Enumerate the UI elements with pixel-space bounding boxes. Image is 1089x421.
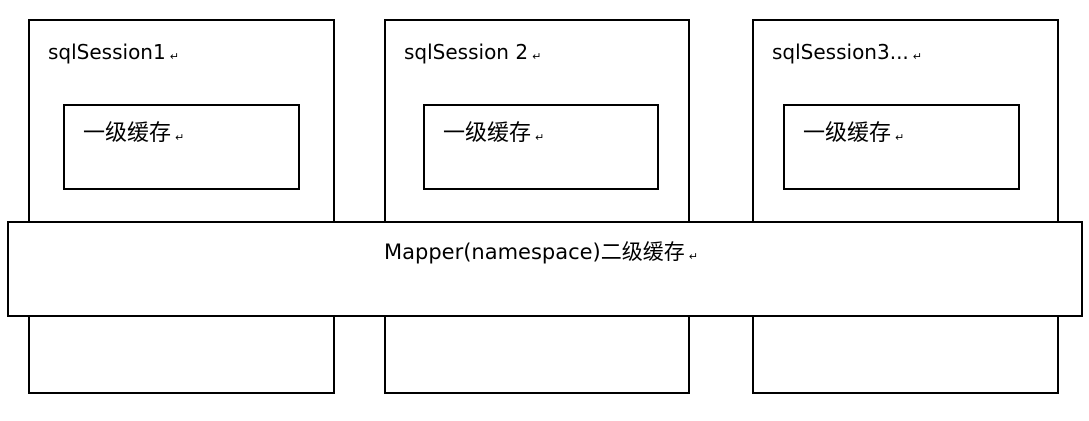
return-mark-icon: ↵ — [532, 50, 542, 63]
mapper-second-level-cache-box: Mapper(namespace)二级缓存↵ — [7, 221, 1083, 317]
first-level-cache-2-label: 一级缓存 — [443, 121, 532, 146]
sql-session-1-title-line: sqlSession1↵ — [48, 39, 179, 70]
first-level-cache-1-label: 一级缓存 — [83, 121, 172, 146]
sql-session-1-box: sqlSession1↵ 一级缓存↵ — [28, 19, 335, 394]
return-mark-icon: ↵ — [535, 131, 545, 144]
return-mark-icon: ↵ — [912, 50, 922, 63]
return-mark-icon: ↵ — [688, 250, 698, 263]
sql-session-1-title: sqlSession1 — [48, 40, 166, 64]
return-mark-icon: ↵ — [895, 131, 905, 144]
first-level-cache-3-label: 一级缓存 — [803, 121, 892, 146]
sql-session-3-box: sqlSession3...↵ 一级缓存↵ — [752, 19, 1059, 394]
first-level-cache-2-title-line: 一级缓存↵ — [443, 120, 544, 152]
return-mark-icon: ↵ — [169, 50, 179, 63]
mapper-title-line: Mapper(namespace)二级缓存↵ — [384, 238, 698, 271]
first-level-cache-3-title-line: 一级缓存↵ — [803, 120, 904, 152]
return-mark-icon: ↵ — [175, 131, 185, 144]
sql-session-2-box: sqlSession 2↵ 一级缓存↵ — [384, 19, 690, 394]
sql-session-2-title: sqlSession 2 — [404, 40, 529, 64]
first-level-cache-3-box: 一级缓存↵ — [783, 104, 1020, 190]
first-level-cache-1-box: 一级缓存↵ — [63, 104, 300, 190]
first-level-cache-1-title-line: 一级缓存↵ — [83, 120, 184, 152]
sql-session-3-title: sqlSession3... — [772, 40, 909, 64]
first-level-cache-2-box: 一级缓存↵ — [423, 104, 659, 190]
sql-session-2-title-line: sqlSession 2↵ — [404, 39, 541, 70]
sql-session-3-title-line: sqlSession3...↵ — [772, 39, 922, 70]
mapper-second-level-cache-label: Mapper(namespace)二级缓存 — [384, 240, 685, 264]
